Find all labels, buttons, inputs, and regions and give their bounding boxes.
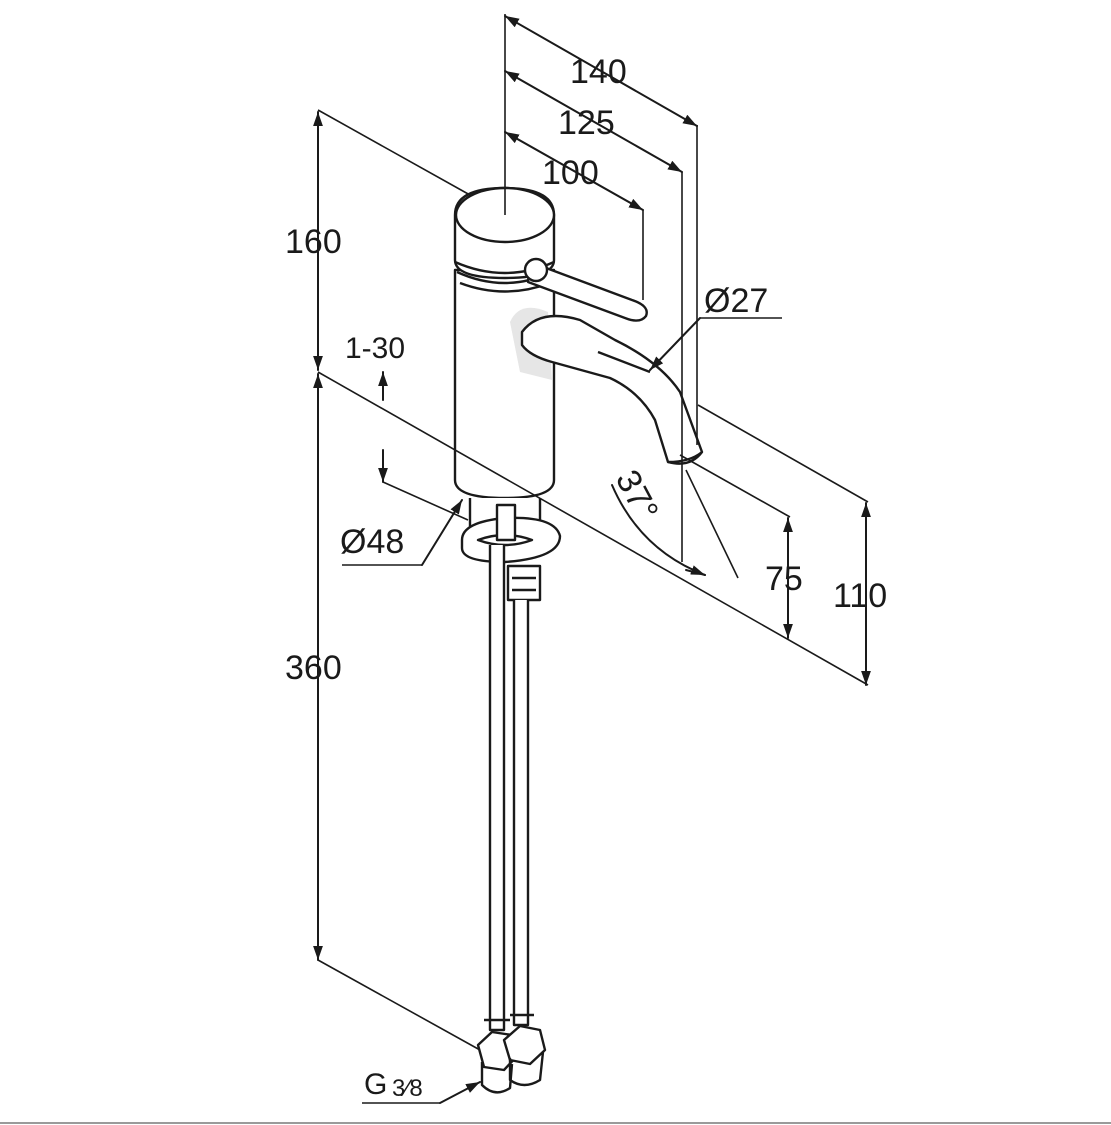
label-37-deg: 37° xyxy=(608,464,666,527)
label-360: 360 xyxy=(285,649,342,687)
label-dia-27: Ø27 xyxy=(704,282,768,320)
lever-handle xyxy=(523,257,648,322)
mounting-base xyxy=(460,498,562,602)
label-75: 75 xyxy=(765,560,803,598)
spout xyxy=(510,307,704,465)
supply-hoses xyxy=(476,545,547,1094)
label-125: 125 xyxy=(558,104,615,142)
label-100: 100 xyxy=(542,154,599,192)
label-140: 140 xyxy=(570,53,627,91)
label-thread-frac: 3⁄8 xyxy=(392,1075,423,1102)
label-110: 110 xyxy=(833,577,887,615)
label-thread-g: G xyxy=(364,1068,387,1101)
label-1-30: 1-30 xyxy=(345,332,405,365)
label-160: 160 xyxy=(285,223,342,261)
label-dia-48: Ø48 xyxy=(340,523,404,561)
dimension-lines xyxy=(313,14,871,1104)
dimension-labels: 140 125 100 160 1-30 Ø27 Ø48 37° 75 110 … xyxy=(285,53,887,1102)
